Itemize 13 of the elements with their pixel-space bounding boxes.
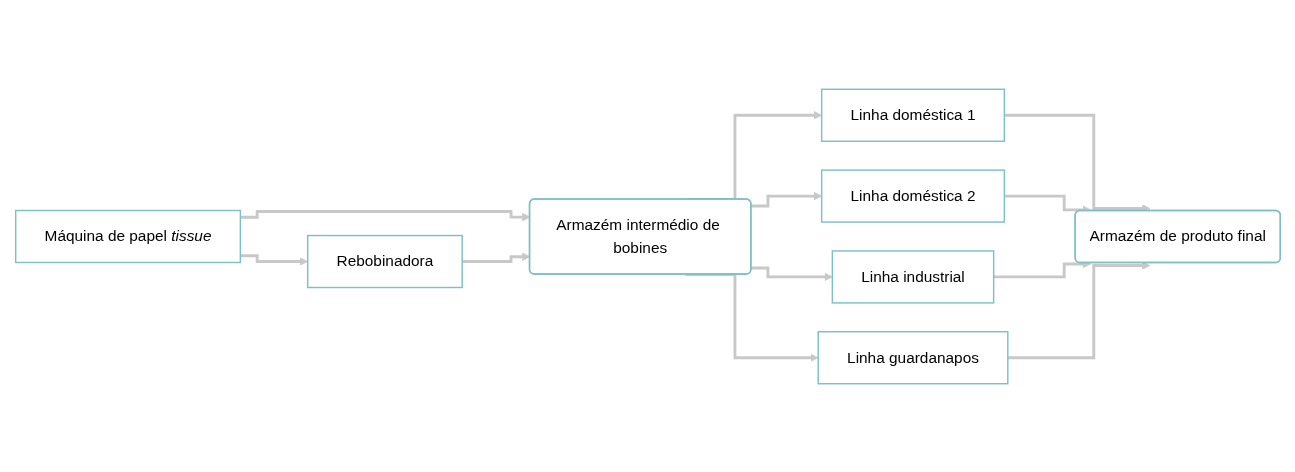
arrow	[461, 252, 530, 263]
arrow	[1003, 194, 1091, 214]
node-box: Linha industrial	[831, 249, 994, 304]
node-box: Linha guardanapos	[817, 330, 1008, 384]
arrow	[239, 253, 308, 266]
node-box: Rebobinadora	[306, 234, 463, 288]
node-box: Linha doméstica 1	[820, 88, 1005, 142]
arrow	[1007, 260, 1150, 359]
node-box: Linha doméstica 2	[820, 168, 1005, 223]
node-box: Máquina de papel tissue	[14, 209, 241, 263]
arrow	[1003, 113, 1150, 213]
arrow	[239, 209, 530, 221]
arrow	[750, 191, 822, 207]
